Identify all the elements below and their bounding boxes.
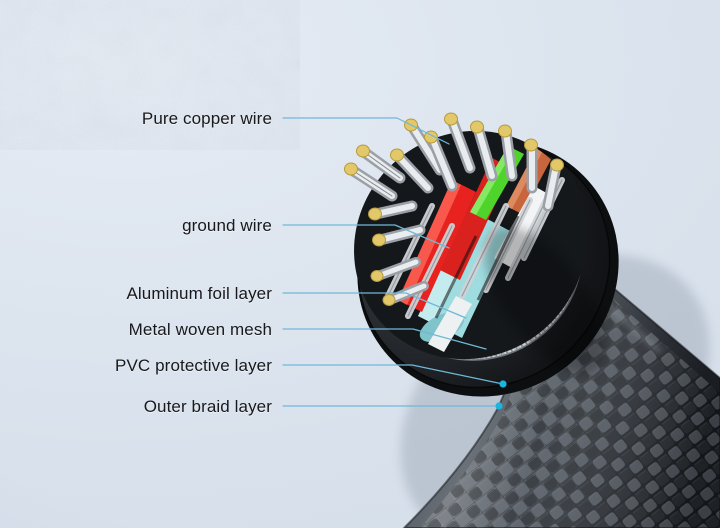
label-ground-wire: ground wire	[182, 216, 272, 235]
label-aluminum-foil-layer: Aluminum foil layer	[126, 284, 272, 303]
background-texture	[0, 0, 300, 150]
label-pvc-protective-layer: PVC protective layer	[115, 356, 272, 375]
label-outer-braid-layer: Outer braid layer	[143, 397, 272, 416]
label-metal-woven-mesh: Metal woven mesh	[128, 320, 272, 339]
label-pure-copper-wire: Pure copper wire	[141, 109, 272, 128]
